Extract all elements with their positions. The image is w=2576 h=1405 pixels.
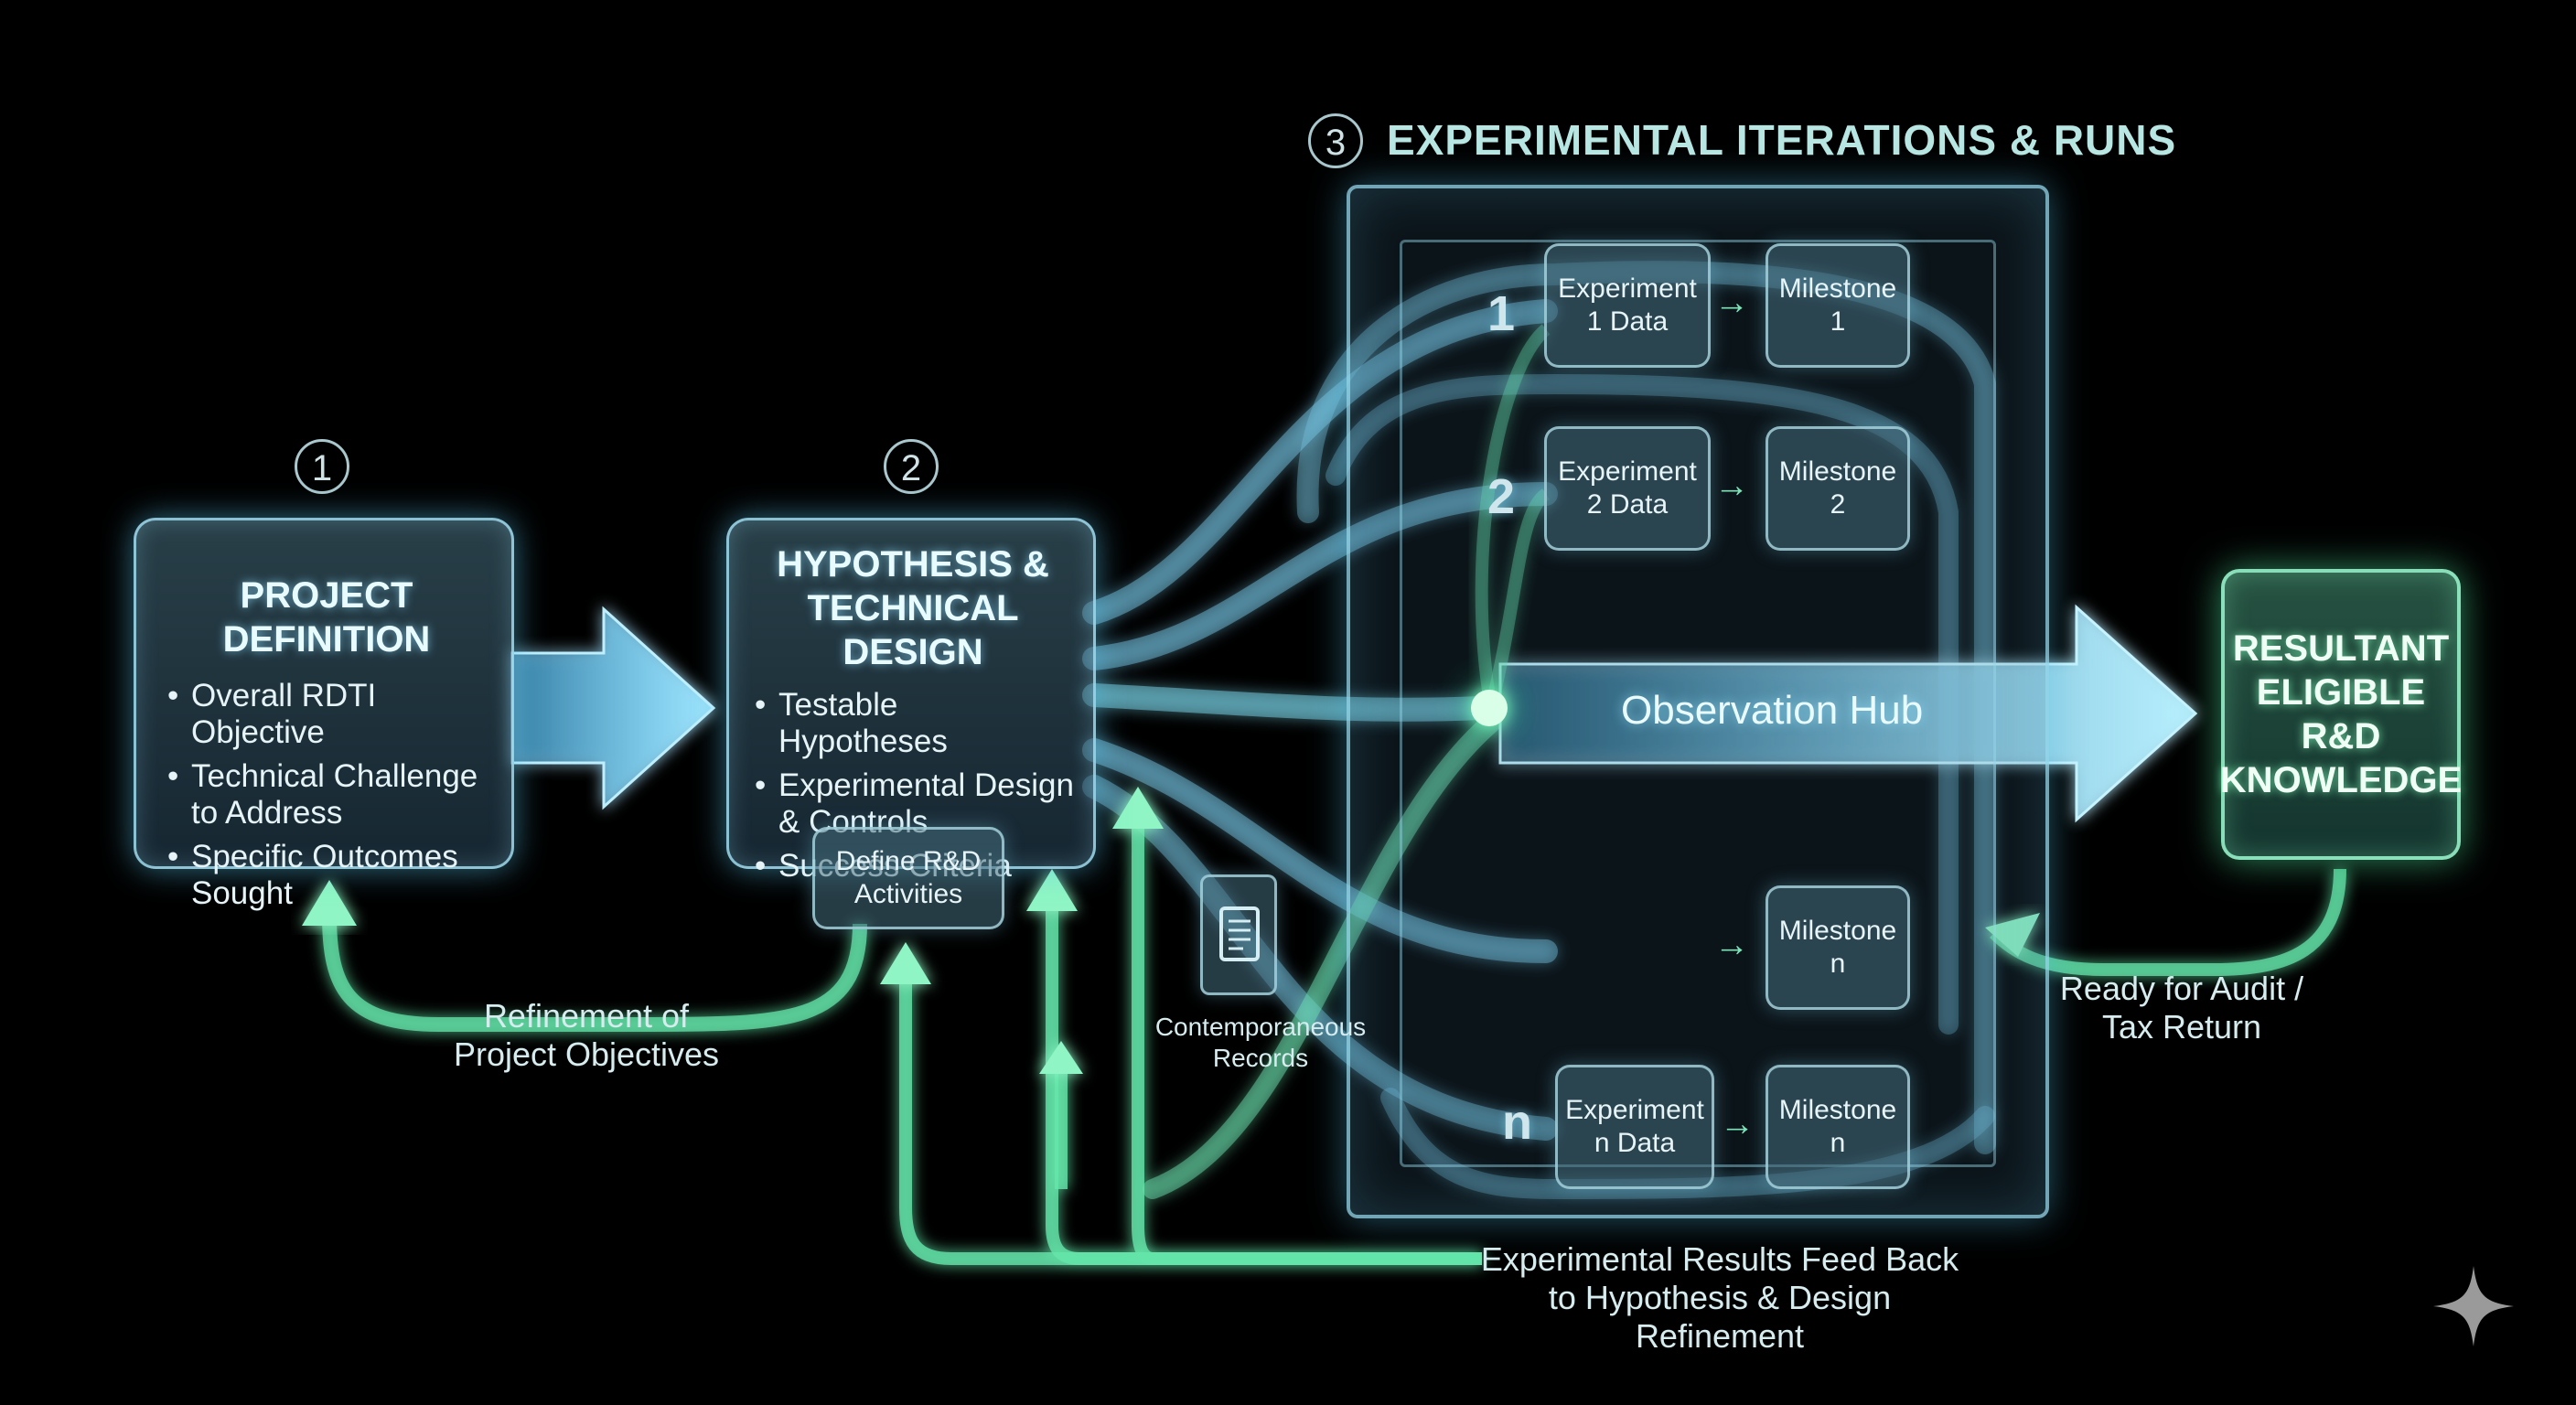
project-definition-list: Overall RDTI Objective Technical Challen… (164, 678, 489, 912)
milestone-2-box: Milestone 2 (1766, 426, 1910, 551)
row-2-arrow-icon: → (1714, 467, 1749, 505)
experiment-1-data-box: Experiment 1 Data (1544, 243, 1711, 368)
experiment-n-data-box: Experiment n Data (1555, 1065, 1714, 1189)
stage-2-number: 2 (884, 439, 939, 494)
define-rd-activities-box: Define R&D Activities (812, 827, 1004, 929)
milestone-1-box: Milestone 1 (1766, 243, 1910, 368)
milestone-n-box: Milestone n (1766, 885, 1910, 1010)
sparkle-icon (2433, 1266, 2514, 1346)
observation-hub-label: Observation Hub (1621, 688, 1924, 733)
hypothesis-design-panel: HYPOTHESIS & TECHNICAL DESIGN Testable H… (726, 518, 1096, 885)
refinement-loop-arrow (322, 914, 867, 1032)
feedback-caption: Experimental Results Feed Back to Hypoth… (1480, 1240, 1959, 1355)
stage-3-number: 3 (1308, 113, 1363, 168)
observation-hub-node (1471, 690, 1508, 726)
project-definition-bullet: Overall RDTI Objective (164, 678, 489, 751)
stage-1-number: 1 (295, 439, 349, 494)
hypothesis-design-title: HYPOTHESIS & TECHNICAL DESIGN (777, 544, 1049, 672)
hypothesis-design-bullet: Testable Hypotheses (751, 687, 1075, 760)
milestone-n-final-box: Milestone n (1766, 1065, 1910, 1189)
experiment-2-data-box: Experiment 2 Data (1544, 426, 1711, 551)
arrow-hub-to-result (1498, 604, 2198, 823)
row-1-label: 1 (1487, 286, 1516, 341)
row-3-arrow-icon: → (1714, 926, 1749, 964)
project-definition-panel: PROJECT DEFINITION Overall RDTI Objectiv… (134, 518, 514, 911)
contemporaneous-records-label: Contemporaneous Records (1154, 1013, 1367, 1072)
row-n-arrow-icon: → (1720, 1105, 1755, 1143)
audit-loop-arrow (1990, 868, 2346, 976)
document-icon (1200, 874, 1277, 995)
project-definition-title: PROJECT DEFINITION (222, 575, 431, 660)
hypothesis-design-bullet: Experimental Design & Controls (751, 767, 1075, 841)
row-1-arrow-icon: → (1714, 284, 1749, 322)
row-2-label: 2 (1487, 469, 1516, 524)
audit-caption: Ready for Audit / Tax Return (2059, 970, 2304, 1046)
project-definition-bullet: Specific Outcomes Sought (164, 839, 489, 912)
resultant-knowledge-box: RESULTANT ELIGIBLE R&D KNOWLEDGE (2220, 569, 2462, 860)
project-definition-bullet: Technical Challenge to Address (164, 758, 489, 831)
stage-3-title: EXPERIMENTAL ITERATIONS & RUNS (1387, 116, 2177, 164)
row-n-label: n (1502, 1095, 1532, 1150)
refinement-caption: Refinement of Project Objectives (453, 997, 720, 1073)
arrow-stage1-to-stage2 (510, 606, 716, 810)
feedback-arrows (899, 823, 1482, 1265)
